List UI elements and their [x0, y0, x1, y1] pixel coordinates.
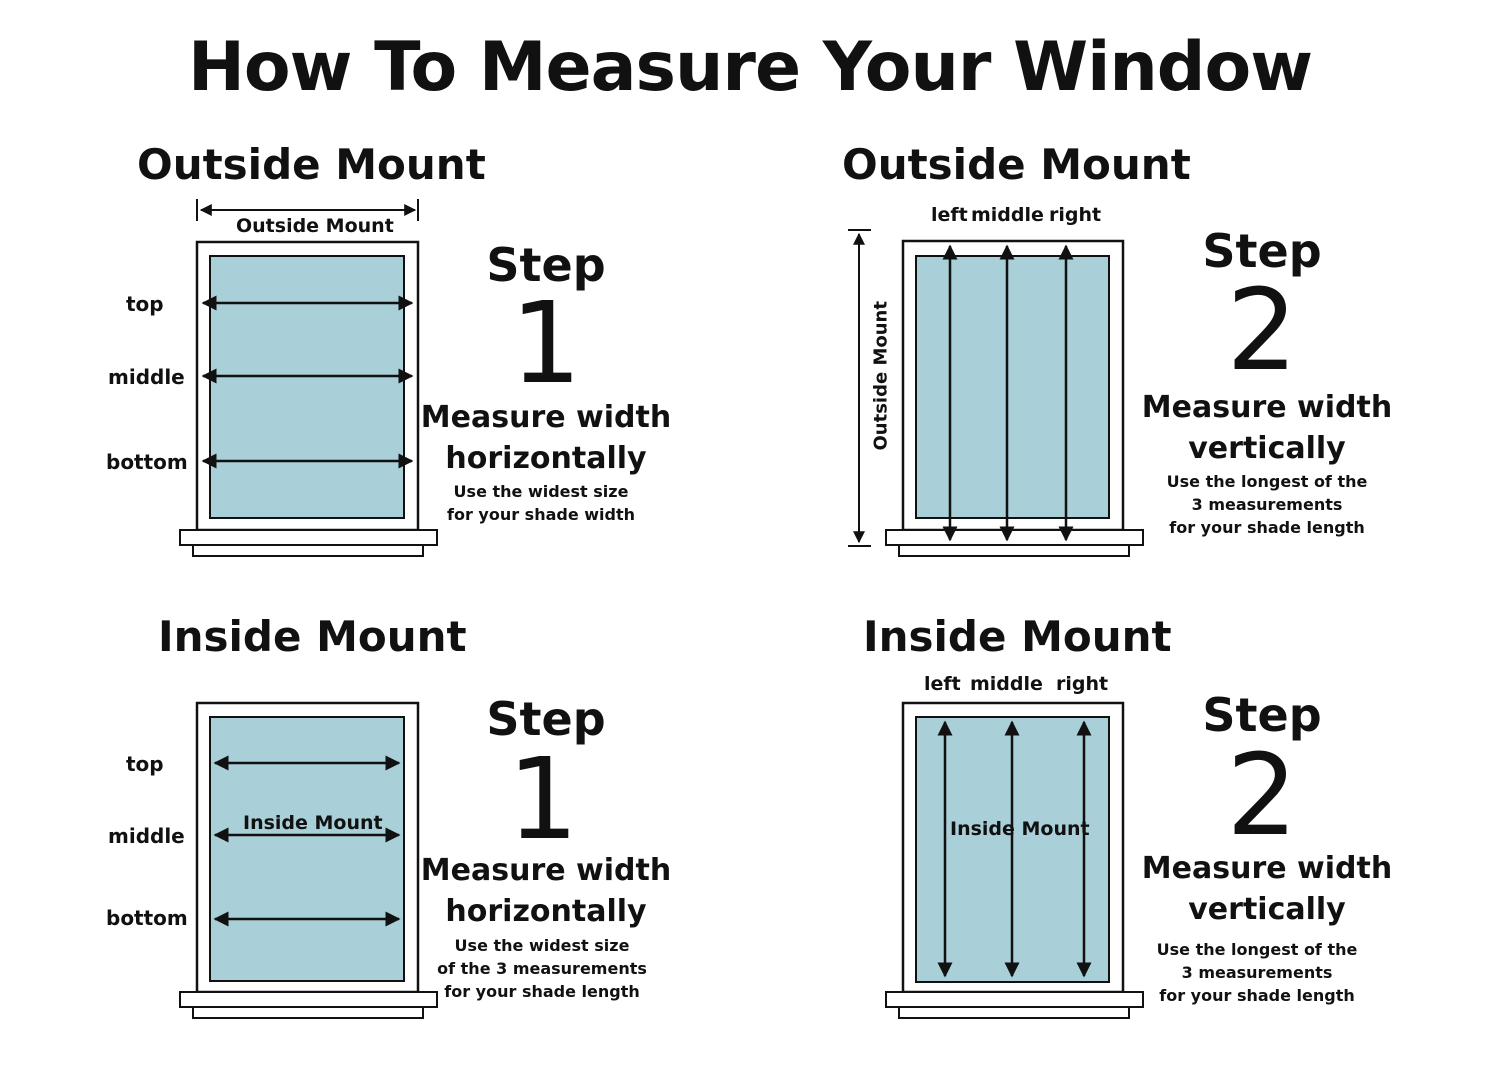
instruction-line: vertically — [1188, 892, 1346, 928]
step-instruction: Measure width horizontally — [416, 850, 676, 933]
outside-length-window — [848, 229, 1144, 557]
outside-width-dimension-label: Outside Mount — [236, 215, 394, 237]
step-number: 1 — [507, 735, 579, 865]
note-line: for your shade length — [1169, 518, 1365, 538]
note-line: 3 measurements — [1181, 963, 1333, 983]
step-instruction: Measure width horizontally — [416, 397, 676, 480]
label-top: top — [126, 292, 164, 316]
step-number: 1 — [510, 279, 582, 409]
step-number: 2 — [1226, 731, 1298, 861]
window-sill — [885, 991, 1144, 1008]
window-glass — [209, 716, 405, 982]
note-line: of the 3 measurements — [437, 959, 647, 979]
instruction-line: Measure width — [1141, 851, 1393, 886]
note-line: for your shade width — [446, 505, 636, 525]
window-sill — [179, 529, 438, 546]
instruction-line: Measure width — [420, 400, 672, 435]
note-line: Use the longest of the — [1156, 940, 1358, 959]
inside-width-dimension-label: Inside Mount — [243, 812, 383, 834]
instruction-line: Measure width — [1141, 390, 1393, 425]
step-word: Step — [1202, 224, 1322, 278]
step-word: Step — [486, 692, 606, 746]
step-number: 2 — [1226, 266, 1298, 396]
label-middle: middle — [108, 824, 185, 848]
label-middle: middle — [970, 673, 1043, 695]
window-sill-base — [192, 1006, 424, 1019]
inside-width-window — [179, 701, 438, 1019]
note-line: for your shade length — [1159, 986, 1355, 1006]
instruction-line: horizontally — [445, 894, 647, 930]
note-line: 3 measurements — [1191, 495, 1343, 515]
inside-length-window — [885, 701, 1144, 1019]
label-bottom: bottom — [106, 450, 188, 474]
outside-width-heading: Outside Mount — [137, 140, 486, 189]
step-note: Use the longest of the 3 measurements fo… — [1132, 938, 1382, 1008]
label-left: left — [931, 204, 968, 226]
step-note: Use the widest size of the 3 measurement… — [417, 934, 667, 1004]
step-note: Use the widest size for your shade width — [416, 480, 666, 526]
outside-length-heading: Outside Mount — [842, 140, 1191, 189]
note-line: Use the widest size — [454, 936, 630, 955]
window-sill — [179, 991, 438, 1008]
instruction-line: Measure width — [420, 853, 672, 888]
inside-width-heading: Inside Mount — [158, 612, 467, 661]
window-sill-base — [898, 544, 1130, 557]
step-instruction: Measure width vertically — [1137, 848, 1397, 931]
label-right: right — [1056, 673, 1109, 695]
inside-length-heading: Inside Mount — [863, 612, 1172, 661]
step-word: Step — [486, 238, 606, 292]
note-line: Use the longest of the — [1166, 472, 1368, 491]
window-sill — [885, 529, 1144, 546]
outside-length-dimension-label: Outside Mount — [870, 301, 892, 451]
window-glass — [915, 255, 1110, 519]
instruction-line: horizontally — [445, 441, 647, 477]
page-title: How To Measure Your Window — [187, 28, 1313, 107]
window-sill-base — [192, 544, 424, 557]
note-line: for your shade length — [444, 982, 640, 1002]
step-instruction: Measure width vertically — [1137, 387, 1397, 470]
label-right: right — [1049, 204, 1102, 226]
step-word: Step — [1202, 688, 1322, 742]
step-note: Use the longest of the 3 measurements fo… — [1142, 470, 1392, 540]
label-middle: middle — [971, 204, 1044, 226]
outside-width-window — [179, 199, 438, 557]
window-glass — [209, 255, 405, 519]
note-line: Use the widest size — [453, 482, 629, 501]
label-bottom: bottom — [106, 906, 188, 930]
instruction-line: vertically — [1188, 431, 1346, 467]
inside-length-dimension-label: Inside Mount — [950, 818, 1090, 840]
label-middle: middle — [108, 365, 185, 389]
label-left: left — [924, 673, 961, 695]
window-sill-base — [898, 1006, 1130, 1019]
label-top: top — [126, 752, 164, 776]
